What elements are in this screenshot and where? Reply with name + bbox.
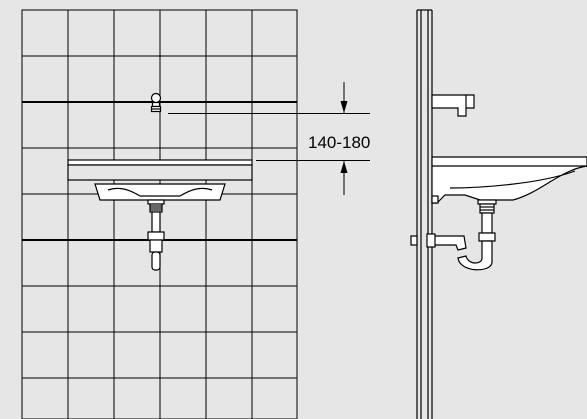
side-view [410,9,587,419]
arrowhead-up [340,161,348,173]
basin-bowl-contour-left [107,187,141,197]
height-dimension: 140-180 [168,82,370,195]
basin-bowl-contour-right [179,187,213,197]
basin-profile [431,156,587,204]
basin-wall-bracket [431,195,439,204]
front-view [21,9,298,419]
wall-spout [431,94,475,117]
tailpiece [151,211,161,233]
tailpiece-side [481,212,493,234]
trap-front [147,199,165,271]
dimension-label: 140-180 [308,133,370,152]
wall-section [416,9,433,419]
trap-horizontal-arm [431,235,467,251]
arrowhead-down [340,101,348,113]
trap-wall-collar [426,233,436,248]
trap-nut-side [478,232,496,242]
trap-outlet-stub [151,251,161,271]
basin-top-rim [67,159,253,166]
trap-wall-nut [410,235,418,246]
trap-side [410,199,497,271]
wall-outlet-fitting [150,92,162,113]
trap-nut [147,231,165,241]
trap-body [149,239,163,253]
trap-u-bend [457,240,493,271]
drain-flange-side [477,199,497,205]
spout-body [431,94,475,117]
washbasin-side [431,156,587,204]
basin-bowl [94,183,226,201]
basin-body [67,164,253,181]
tile-wall [21,9,298,419]
basin-inner-contour [449,170,576,189]
washbasin-front [67,159,253,201]
drain-nut-side [479,203,495,214]
drain-flange [147,199,165,205]
outlet-bulb [150,92,162,104]
